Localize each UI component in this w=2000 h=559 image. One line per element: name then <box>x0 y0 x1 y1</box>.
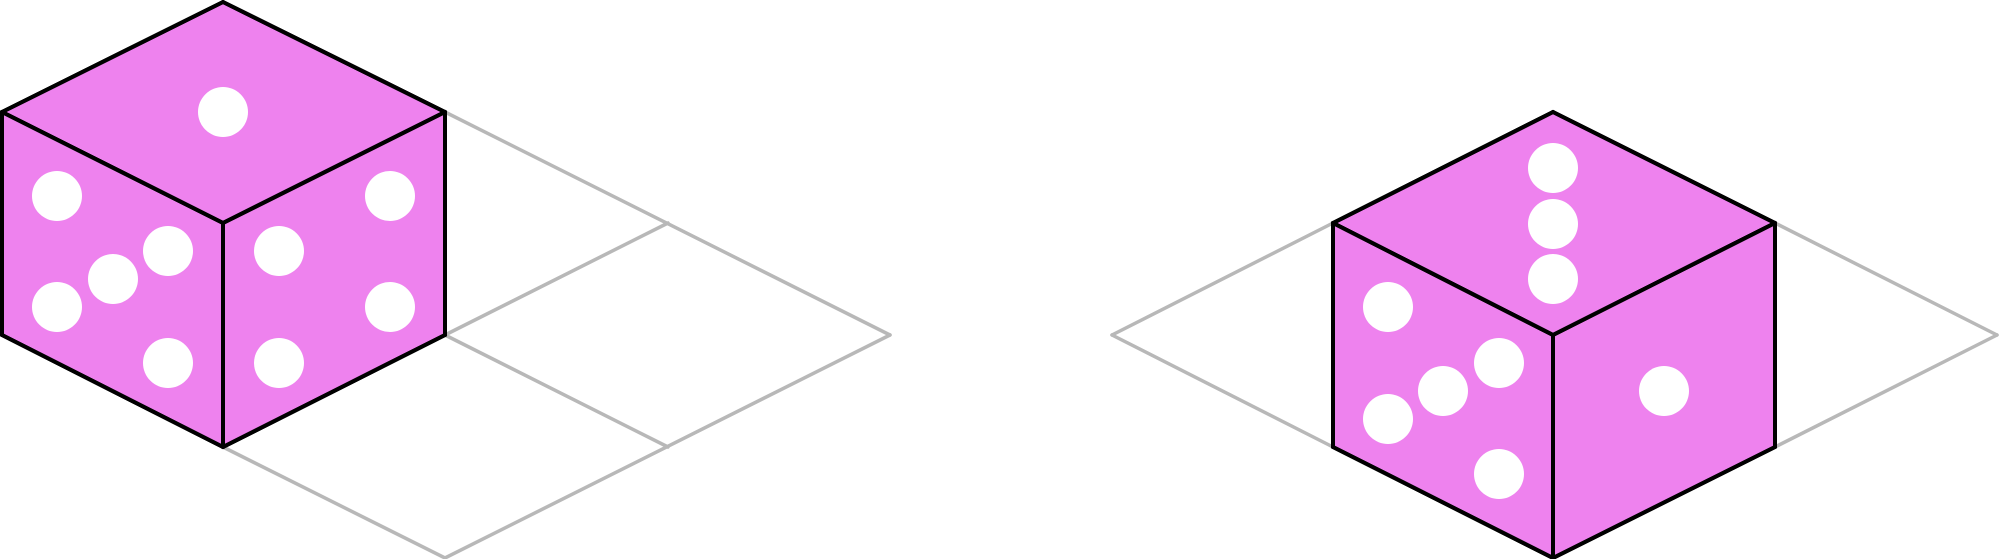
grid-line <box>1110 221 1335 337</box>
pip <box>1639 366 1689 416</box>
grid-line <box>443 221 670 337</box>
die-edge <box>1551 445 1777 559</box>
die-edge <box>1331 445 1555 559</box>
die-edge <box>1551 110 1777 225</box>
pip <box>1528 199 1578 249</box>
left-die <box>0 0 447 449</box>
die-edge <box>1331 110 1555 225</box>
die-edge <box>0 0 225 114</box>
die-edge <box>1551 221 1777 337</box>
grid-line <box>443 333 892 559</box>
grid-line <box>443 333 670 449</box>
grid-line <box>1773 221 1999 337</box>
pip <box>1363 394 1413 444</box>
pip <box>198 87 248 137</box>
pip <box>143 226 193 276</box>
left-grid <box>221 110 892 559</box>
pip <box>143 338 193 388</box>
grid-line <box>1110 333 1335 449</box>
pip <box>1528 254 1578 304</box>
pip <box>365 282 415 332</box>
grid-line <box>1773 333 1999 449</box>
pip <box>1363 282 1413 332</box>
die-edge <box>1331 221 1555 337</box>
die-edge <box>221 110 447 225</box>
pip <box>1418 366 1468 416</box>
pip <box>254 338 304 388</box>
pip <box>1528 143 1578 193</box>
die-edge <box>221 333 447 449</box>
pip <box>365 171 415 221</box>
right-grid <box>1110 221 1999 449</box>
die-edge <box>221 0 447 114</box>
pip <box>32 282 82 332</box>
die-edge <box>0 110 225 225</box>
right-die <box>1331 110 1777 559</box>
pip <box>254 226 304 276</box>
grid-line <box>221 445 447 559</box>
die-edge <box>0 333 225 449</box>
pip <box>1474 338 1524 388</box>
pip <box>88 254 138 304</box>
pip <box>1474 449 1524 499</box>
pip <box>32 171 82 221</box>
